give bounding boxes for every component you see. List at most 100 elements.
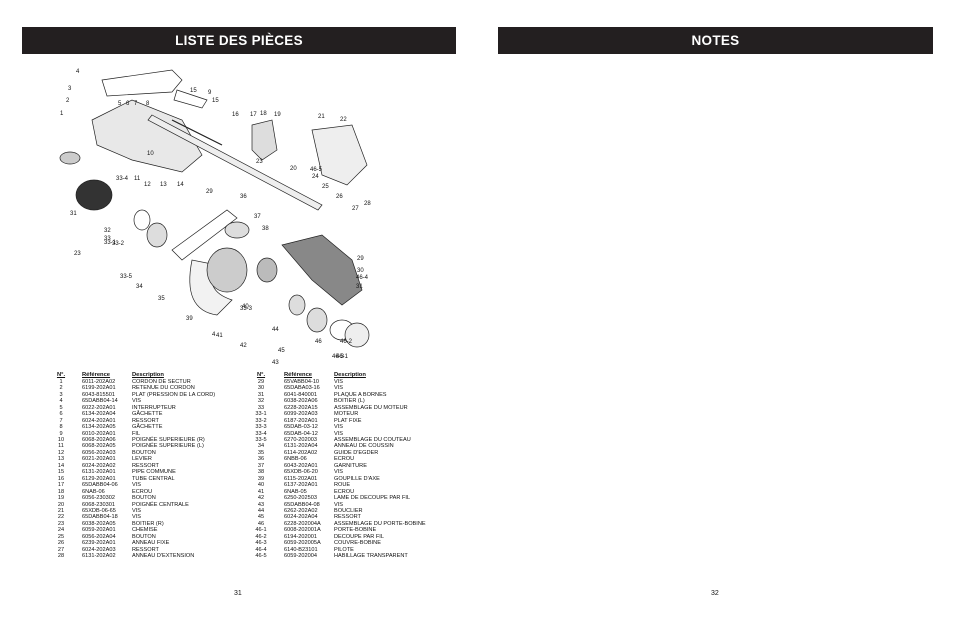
- part-reference: 65VABB04-10: [284, 378, 320, 385]
- part-description: PLAT (PRESSION DE LA CORD): [132, 391, 216, 398]
- part-reference: 6038-202A06: [284, 398, 318, 405]
- part-description: HABILLAGE TRANSPARENT: [334, 553, 408, 560]
- top-cover-part: [101, 69, 183, 97]
- part-reference: 6137-202A01: [284, 482, 318, 489]
- part-reference: 6068-202A05: [82, 443, 116, 450]
- diagram-callout-label: 42: [240, 343, 247, 349]
- part-number: 6: [59, 411, 63, 418]
- part-reference: 6056-202A04: [82, 533, 116, 540]
- part-reference: 6129-202A01: [82, 475, 116, 482]
- part-description: BOITIER (R): [132, 520, 164, 527]
- part-description: PILOTE: [334, 546, 354, 553]
- part-description: RESSORT: [132, 462, 159, 469]
- part-reference: 6043-202A01: [284, 462, 318, 469]
- diagram-callout-label: 17: [250, 112, 257, 118]
- diagram-callout-label: 14: [177, 182, 184, 188]
- diagram-callout-label: 35: [158, 296, 165, 302]
- diagram-callout-label: 31: [356, 284, 363, 290]
- part-number: 2: [59, 385, 63, 392]
- transparent-cover-part: [344, 322, 370, 348]
- part-reference: 6022-202A01: [82, 404, 116, 411]
- diagram-callout-label: 45: [278, 348, 285, 354]
- part-description: VIS: [132, 398, 142, 405]
- part-reference: 6NAB-05: [284, 488, 307, 495]
- part-reference: 6099-202A03: [284, 411, 318, 418]
- part-number: 23: [57, 520, 65, 527]
- part-reference: 6068-230301: [82, 501, 115, 508]
- part-reference: 6059-202005A: [284, 540, 321, 547]
- motor-housing-part: [281, 234, 363, 306]
- wheel-part: [224, 221, 250, 239]
- part-reference: 6262-202A02: [284, 508, 318, 515]
- diagram-callout-label: 31: [70, 211, 77, 217]
- part-number: 30: [257, 385, 265, 392]
- part-description: INTERRUPTEUR: [132, 404, 176, 411]
- part-reference: 6056-230302: [82, 495, 115, 502]
- diagram-callout-label: 26: [336, 194, 343, 200]
- part-reference: 6114-202A02: [284, 449, 318, 456]
- part-description: ECROU: [132, 488, 153, 495]
- part-reference: 6NAB-06: [82, 488, 105, 495]
- part-number: 27: [57, 546, 65, 553]
- part-description: ECROU: [334, 456, 355, 463]
- part-number: 32: [257, 398, 265, 405]
- part-number: 33: [257, 404, 265, 411]
- diagram-callout-label: 4: [212, 332, 216, 338]
- diagram-callout-label: 12: [144, 182, 151, 188]
- part-number: 5: [59, 404, 63, 411]
- spring-part: [171, 119, 223, 146]
- part-number: 33-3: [255, 424, 267, 431]
- fixed-plate-part: [146, 222, 168, 248]
- diagram-callout-label: 3: [68, 86, 72, 92]
- part-description: ASSEMBLAGE DU COUTEAU: [334, 437, 411, 444]
- part-reference: 6024-202A03: [82, 546, 116, 553]
- part-number: 42: [257, 495, 265, 502]
- part-reference: 65XDB-06-20: [284, 469, 318, 476]
- part-description: VIS: [334, 430, 344, 437]
- diagram-drawing: [59, 69, 370, 348]
- part-description: GUIDE D'EGDER: [334, 449, 379, 456]
- part-number: 24: [57, 527, 65, 534]
- page-number-left: 31: [234, 590, 242, 597]
- part-description: CORDON DE SECTUR: [132, 378, 191, 385]
- part-number: 26: [57, 540, 65, 547]
- diagram-callout-label: 13: [160, 182, 167, 188]
- cord-plug-part: [59, 151, 81, 165]
- diagram-callout-label: 22: [340, 117, 347, 123]
- part-number: 44: [257, 508, 265, 515]
- part-description: RESSORT: [132, 546, 159, 553]
- diagram-callout-label: 21: [318, 114, 325, 120]
- spring-sleeve-part: [256, 257, 278, 283]
- header-description: Description: [334, 372, 366, 378]
- diagram-callout-label: 36: [240, 194, 247, 200]
- part-reference: 6043-815501: [82, 391, 115, 398]
- part-reference: 6131-202A02: [82, 553, 116, 560]
- part-reference: 6131-202A04: [284, 443, 318, 450]
- part-number: 20: [57, 501, 65, 508]
- header-no: N°.: [56, 372, 66, 378]
- diagram-callout-label: 15: [212, 98, 219, 104]
- part-number: 29: [257, 378, 265, 385]
- diagram-callout-label: 29: [357, 256, 364, 262]
- spool-holder-part: [306, 307, 328, 333]
- spool-part: [288, 294, 306, 316]
- part-reference: 65XDB-06-65: [82, 508, 116, 515]
- table-row: 27 6024-202A03 RESSORT: [55, 547, 242, 553]
